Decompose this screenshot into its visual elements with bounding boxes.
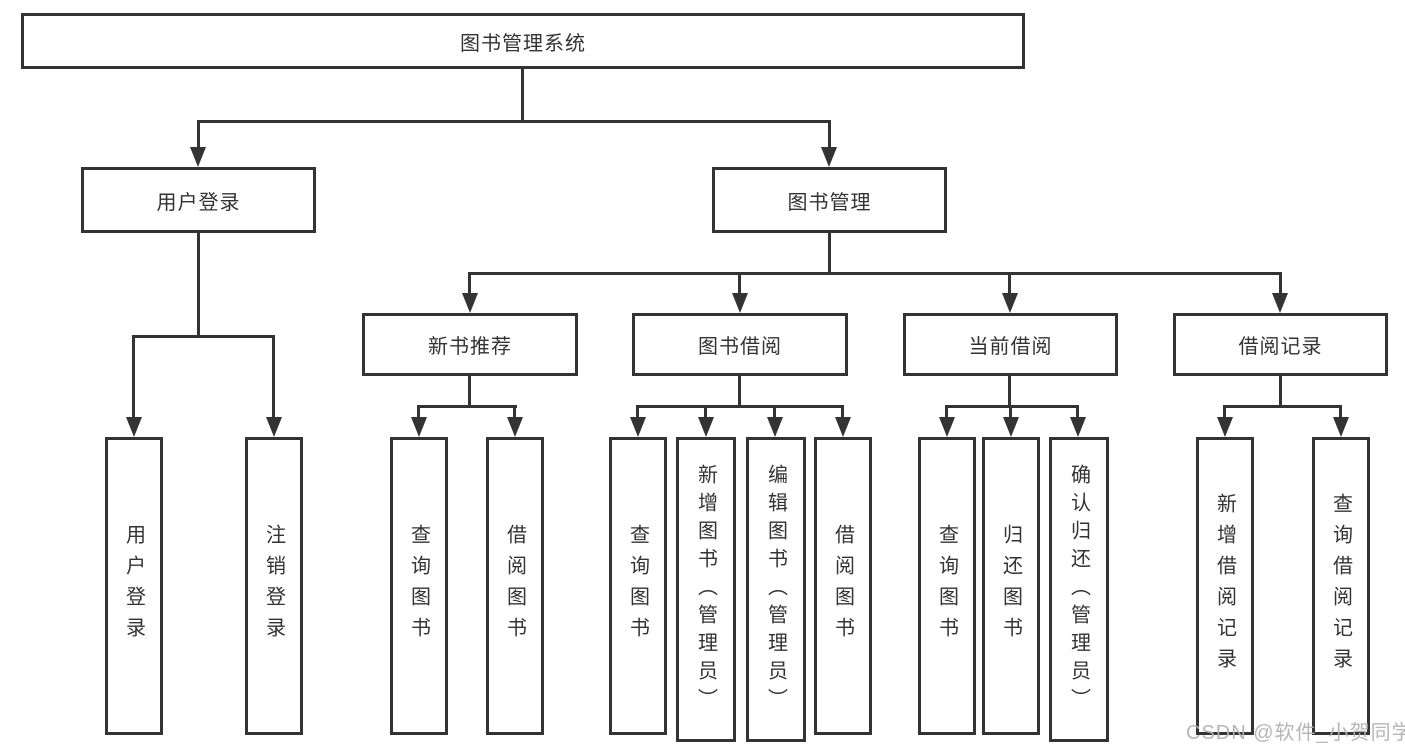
connector-line	[1008, 272, 1011, 296]
node-user-login: 用户登录	[81, 167, 316, 233]
connector-line	[272, 335, 275, 420]
leaf-query-books-recommend-label: 查询图书	[407, 524, 430, 648]
connector-line	[1339, 405, 1342, 420]
arrow-down-icon	[630, 417, 646, 437]
connector-line	[197, 120, 831, 123]
leaf-borrow-books: 借阅图书	[814, 437, 872, 735]
leaf-query-books-current: 查询图书	[918, 437, 976, 735]
node-book-borrow: 图书借阅	[632, 313, 848, 376]
leaf-borrow-books-recommend: 借阅图书	[486, 437, 544, 735]
leaf-user-login: 用户登录	[105, 437, 163, 735]
connector-line	[468, 272, 471, 296]
leaf-query-books-borrow-label: 查询图书	[626, 524, 649, 648]
leaf-query-borrow-record: 查询借阅记录	[1312, 437, 1370, 735]
leaf-borrow-books-label: 借阅图书	[831, 524, 854, 648]
arrow-down-icon	[1333, 417, 1349, 437]
connector-line	[1279, 272, 1282, 296]
connector-line	[1223, 405, 1342, 408]
connector-line	[513, 405, 516, 420]
arrow-down-icon	[698, 417, 714, 437]
leaf-query-borrow-record-label: 查询借阅记录	[1329, 493, 1352, 679]
connector-line	[1009, 405, 1012, 420]
arrow-down-icon	[1217, 417, 1233, 437]
connector-line	[1076, 405, 1079, 420]
node-book-management: 图书管理	[712, 167, 947, 233]
arrow-down-icon	[821, 147, 837, 167]
connector-line	[417, 405, 517, 408]
arrow-down-icon	[126, 417, 142, 437]
leaf-logout-label: 注销登录	[262, 524, 285, 648]
leaf-confirm-return-admin-label: 确认归还（管理员）	[1067, 463, 1090, 716]
csdn-watermark: CSDN @软件_小贺同学	[1186, 722, 1405, 744]
leaf-add-borrow-record: 新增借阅记录	[1196, 437, 1254, 735]
connector-line	[738, 376, 741, 408]
connector-line	[197, 233, 200, 338]
connector-line	[773, 405, 776, 420]
leaf-return-books-label: 归还图书	[999, 524, 1022, 648]
connector-line	[521, 69, 524, 122]
node-borrow-records-label: 借阅记录	[1238, 336, 1323, 358]
leaf-logout: 注销登录	[245, 437, 303, 735]
arrow-down-icon	[1070, 417, 1086, 437]
arrow-down-icon	[1003, 417, 1019, 437]
arrow-down-icon	[190, 147, 206, 167]
node-root-label: 图书管理系统	[460, 32, 586, 55]
node-user-login-label: 用户登录	[156, 191, 241, 214]
node-book-management-label: 图书管理	[787, 191, 872, 214]
arrow-down-icon	[939, 417, 955, 437]
leaf-add-books-admin-label: 新增图书（管理员）	[694, 463, 717, 716]
connector-line	[417, 405, 420, 420]
leaf-edit-books-admin-label: 编辑图书（管理员）	[764, 463, 787, 716]
connector-line	[1223, 405, 1226, 420]
connector-line	[738, 272, 741, 296]
node-root: 图书管理系统	[21, 13, 1025, 69]
leaf-add-books-admin: 新增图书（管理员）	[676, 437, 736, 742]
leaf-user-login-label: 用户登录	[122, 524, 145, 648]
arrow-down-icon	[732, 293, 748, 313]
connector-line	[636, 405, 639, 420]
connector-line	[132, 335, 135, 420]
connector-line	[945, 405, 1079, 408]
leaf-query-books-borrow: 查询图书	[609, 437, 667, 735]
connector-line	[704, 405, 707, 420]
leaf-query-books-recommend: 查询图书	[390, 437, 448, 735]
leaf-query-books-current-label: 查询图书	[935, 524, 958, 648]
leaf-borrow-books-recommend-label: 借阅图书	[503, 524, 526, 648]
arrow-down-icon	[266, 417, 282, 437]
connector-line	[468, 376, 471, 408]
leaf-return-books: 归还图书	[982, 437, 1040, 735]
node-book-borrow-label: 图书借阅	[698, 336, 782, 358]
node-borrow-records: 借阅记录	[1173, 313, 1388, 376]
leaf-add-borrow-record-label: 新增借阅记录	[1213, 493, 1236, 679]
arrow-down-icon	[411, 417, 427, 437]
arrow-down-icon	[507, 417, 523, 437]
connector-line	[636, 405, 844, 408]
connector-line	[828, 120, 831, 150]
node-new-book-recommend: 新书推荐	[362, 313, 578, 376]
node-current-borrow: 当前借阅	[903, 313, 1118, 376]
connector-line	[841, 405, 844, 420]
arrow-down-icon	[1272, 293, 1288, 313]
arrow-down-icon	[767, 417, 783, 437]
leaf-edit-books-admin: 编辑图书（管理员）	[746, 437, 806, 742]
connector-line	[1279, 376, 1282, 408]
arrow-down-icon	[835, 417, 851, 437]
connector-line	[828, 233, 831, 275]
connector-line	[468, 272, 1282, 275]
arrow-down-icon	[1002, 293, 1018, 313]
connector-line	[132, 335, 275, 338]
node-current-borrow-label: 当前借阅	[968, 336, 1053, 358]
leaf-confirm-return-admin: 确认归还（管理员）	[1049, 437, 1109, 742]
connector-line	[197, 120, 200, 150]
arrow-down-icon	[462, 293, 478, 313]
connector-line	[1008, 376, 1011, 408]
connector-line	[945, 405, 948, 420]
node-new-book-recommend-label: 新书推荐	[428, 336, 512, 358]
